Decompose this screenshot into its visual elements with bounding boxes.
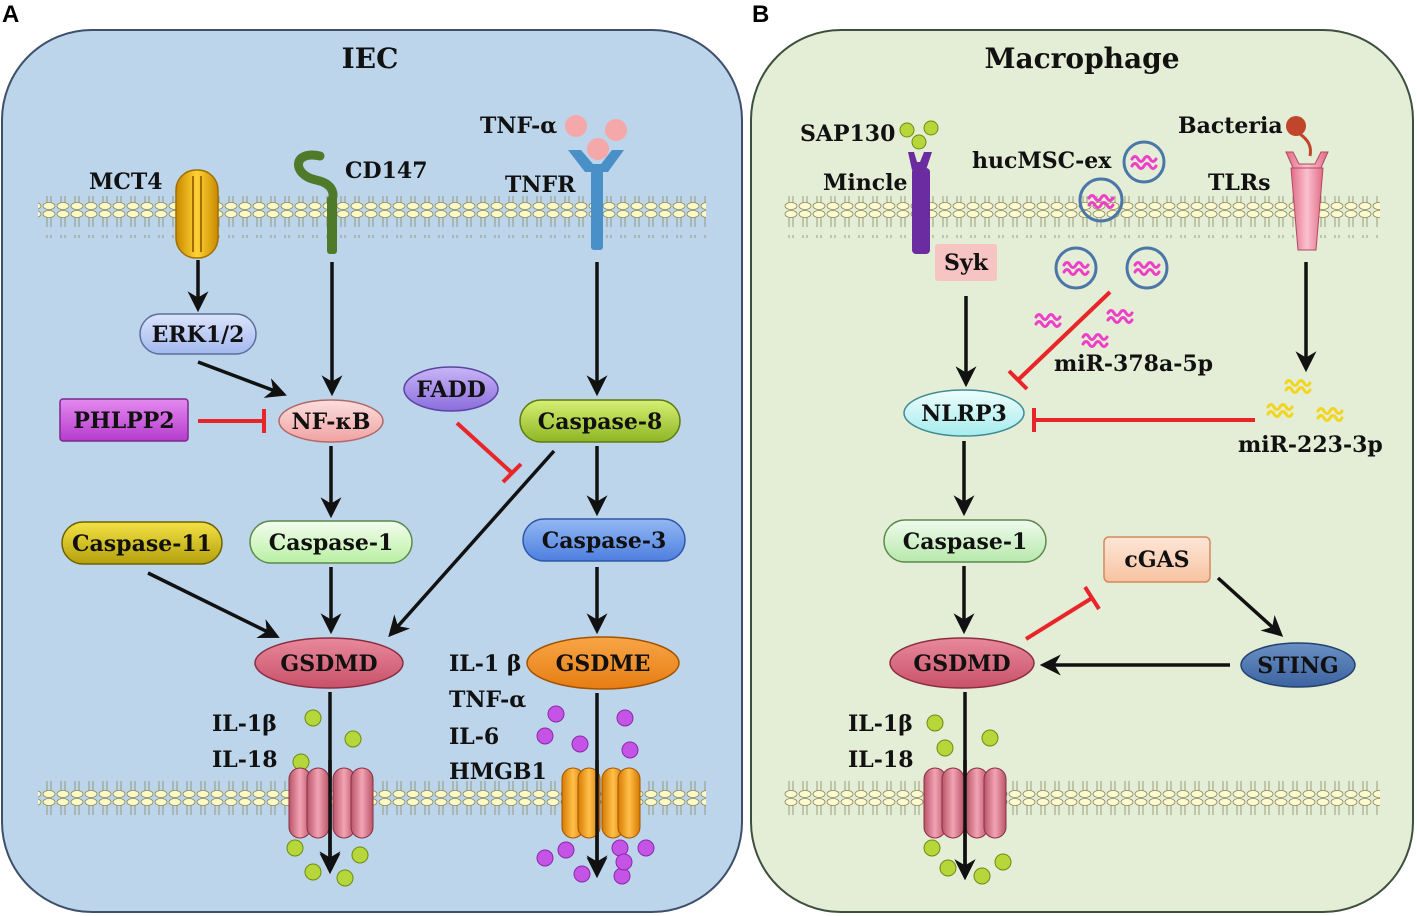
caspase1-b-label: Caspase-1 — [903, 529, 1028, 555]
caspase1-label: Caspase-1 — [269, 530, 394, 556]
macrophage-inhibition-lines — [1007, 290, 1255, 641]
sting-node — [1240, 642, 1356, 688]
caspase11-node — [61, 521, 223, 565]
cgas-node — [1103, 536, 1211, 583]
gsdmd-b-node — [889, 637, 1035, 689]
iec-cytokine-dots — [286, 709, 369, 887]
il18-b-label: IL-18 — [848, 747, 914, 773]
tnfa-release-label: TNF-α — [449, 687, 526, 713]
nlrp3-node — [903, 389, 1025, 437]
panel-b: Macrophage SAP130 Mincle Syk hucMSC-ex — [750, 29, 1414, 913]
fadd-label: FADD — [416, 377, 486, 403]
cd147-label: CD147 — [345, 158, 428, 184]
caspase11-label: Caspase-11 — [72, 531, 212, 557]
gsdmd-pore-icon — [288, 767, 374, 839]
il1b-label: IL-1β — [212, 711, 277, 737]
cgas-label: cGAS — [1124, 547, 1189, 573]
gsdme-pore-icon — [561, 767, 641, 839]
hmgb1-label: HMGB1 — [449, 759, 547, 785]
hucmsc-label: hucMSC-ex — [972, 148, 1112, 174]
gsdme-node — [526, 636, 680, 690]
sting-label: STING — [1257, 653, 1338, 679]
il1b-gsdme-label: IL-1 β — [449, 651, 521, 677]
nfkb-label: NF-κB — [292, 409, 371, 435]
panel-a: IEC MCT4 CD147 TNF-α TNFR — [1, 29, 743, 913]
exosome-icons — [1054, 140, 1169, 290]
gsdmd-node — [254, 637, 404, 689]
il6-label: IL-6 — [449, 724, 499, 750]
tnfa-ligand-icon — [565, 115, 627, 160]
erk-label: ERK1/2 — [152, 322, 245, 348]
syk-node — [935, 244, 997, 281]
caspase3-label: Caspase-3 — [542, 528, 667, 554]
gsdmd-b-label: GSDMD — [913, 651, 1010, 677]
tlr-receptor-icon — [1285, 151, 1329, 251]
phlpp2-node — [59, 398, 189, 442]
caspase8-node — [519, 399, 681, 443]
panel-b-letter: B — [752, 1, 769, 28]
mir223-label: miR-223-3p — [1238, 432, 1383, 458]
il18-label: IL-18 — [212, 747, 278, 773]
erk-node — [139, 313, 257, 355]
tnfr-label: TNFR — [505, 172, 576, 198]
pore-release-arrows — [319, 760, 608, 879]
caspase1-node — [249, 520, 413, 564]
gsdme-label: GSDME — [556, 651, 651, 677]
phlpp2-label: PHLPP2 — [73, 408, 174, 434]
nfkb-node — [278, 399, 384, 443]
gsdmd-label: GSDMD — [280, 651, 377, 677]
iec-title: IEC — [342, 42, 399, 75]
macrophage-top-membrane — [784, 196, 1380, 238]
macrophage-cytokine-dots — [923, 714, 1012, 885]
iec-inhibition-lines — [198, 409, 523, 484]
caspase1-b-node — [883, 519, 1047, 563]
gsdmd-b-pore-icon — [923, 767, 1007, 839]
caspase8-label: Caspase-8 — [538, 409, 663, 435]
fadd-node — [403, 366, 499, 412]
mir378-label: miR-378a-5p — [1054, 351, 1213, 377]
cd147-receptor-icon — [294, 150, 338, 254]
il1b-b-label: IL-1β — [848, 711, 913, 737]
syk-label: Syk — [944, 250, 989, 276]
tlrs-label: TLRs — [1208, 170, 1271, 196]
mct4-label: MCT4 — [89, 169, 163, 195]
caspase3-node — [522, 518, 686, 562]
mincle-label: Mincle — [823, 170, 907, 196]
mct4-transporter-icon — [175, 169, 219, 259]
bacteria-label: Bacteria — [1178, 113, 1283, 139]
sap130-label: SAP130 — [800, 121, 895, 147]
tnfa-label: TNF-α — [480, 113, 557, 139]
nlrp3-label: NLRP3 — [921, 401, 1007, 427]
panel-a-letter: A — [2, 1, 19, 28]
macrophage-title: Macrophage — [984, 42, 1179, 75]
tnfr-receptor-icon — [568, 150, 624, 250]
macrophage-bottom-membrane — [784, 780, 1380, 822]
bacteria-icon — [1286, 116, 1312, 157]
sap130-ligand-icon — [899, 120, 939, 150]
iec-damp-dots — [536, 705, 655, 885]
mincle-receptor-icon — [908, 152, 932, 254]
iec-top-membrane — [38, 196, 706, 238]
